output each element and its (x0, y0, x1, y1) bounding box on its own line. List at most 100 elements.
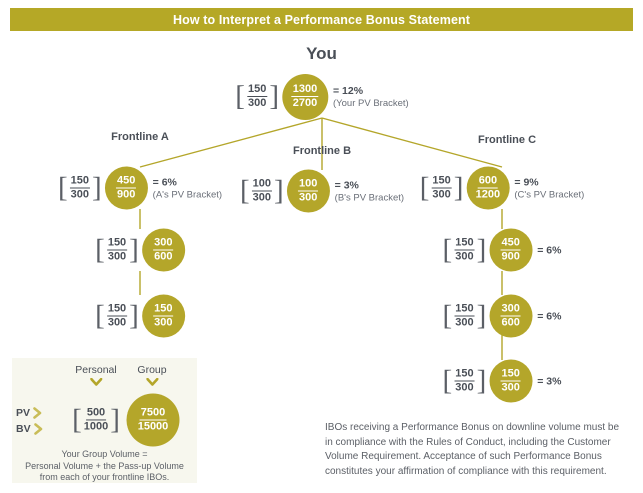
legend-bracket-denominator: 1000 (83, 420, 109, 432)
bracket-right-glyph: ] (273, 174, 284, 207)
node-c1-percent: = 9% (514, 176, 539, 188)
node-b1-bracket-numerator: 100 (251, 177, 272, 191)
legend-group-circle: 7500 15000 (126, 393, 180, 447)
bracket-right-glyph: ] (476, 299, 487, 332)
node-a2-bracket-denominator: 300 (107, 250, 127, 262)
node-root-circle: 1300 2700 (282, 74, 329, 120)
node-b1-circle: 100 300 (286, 169, 330, 213)
node-c4: [ 150 300 ] 150 300 = 3% (442, 359, 561, 403)
node-b1-circle-denominator: 300 (298, 191, 318, 203)
node-a3-circle: 150 300 (141, 294, 185, 338)
node-a2-bracket: [ 150 300 ] (95, 233, 139, 266)
node-root-bracket-denominator: 300 (247, 97, 267, 109)
node-c1-bracket-denominator: 300 (432, 188, 451, 200)
bracket-right-glyph: ] (476, 364, 487, 397)
legend-row-bv: BV (16, 421, 43, 437)
legend-personal-bracket-node: [ 500 1000 ] (72, 403, 120, 436)
bracket-left-glyph: [ (442, 299, 453, 332)
node-root-percent: = 12% (333, 85, 364, 97)
bracket-right-glyph: ] (476, 233, 487, 266)
node-c1-bracket: [ 150 300 ] (419, 171, 464, 204)
node-root-percent-group: = 12% (Your PV Bracket) (333, 85, 409, 109)
compliance-footnote: IBOs receiving a Performance Bonus on do… (325, 422, 620, 477)
node-c1-bracket-note: (C's PV Bracket) (514, 189, 585, 200)
page-header-bar: How to Interpret a Performance Bonus Sta… (10, 8, 633, 31)
node-c3-bracket: [ 150 300 ] (442, 299, 487, 332)
node-a1-circle-denominator: 900 (116, 188, 136, 200)
bracket-right-glyph: ] (91, 171, 102, 204)
bracket-left-glyph: [ (442, 233, 453, 266)
node-c2-circle-denominator: 900 (501, 250, 520, 262)
node-c2-percent: = 6% (537, 244, 562, 256)
node-a3-bracket: [ 150 300 ] (95, 299, 139, 332)
bracket-right-glyph: ] (110, 403, 120, 436)
node-c3-bracket-denominator: 300 (455, 316, 474, 328)
node-c2-bracket: [ 150 300 ] (442, 233, 487, 266)
node-a1-percent: = 6% (152, 176, 177, 188)
node-c4-circle: 150 300 (489, 359, 533, 403)
legend-row-pv: PV (16, 405, 43, 421)
node-c2-bracket-numerator: 150 (454, 236, 475, 250)
legend-note-line1: Your Group Volume = (61, 449, 148, 459)
node-a1-bracket-denominator: 300 (70, 188, 89, 200)
node-root-circle-denominator: 2700 (292, 97, 318, 109)
bracket-right-glyph: ] (129, 233, 139, 266)
node-c3-percent-group: = 6% (537, 310, 561, 322)
legend-personal-label: Personal (75, 364, 117, 376)
chevron-right-icon (33, 407, 42, 420)
node-c4-bracket-denominator: 300 (455, 381, 474, 393)
node-b1-percent-group: = 3% (B's PV Bracket) (335, 179, 404, 203)
node-c2-circle: 450 900 (489, 228, 533, 272)
node-c4-circle-denominator: 300 (501, 381, 520, 393)
node-c2-bracket-denominator: 300 (455, 250, 474, 262)
node-a3-bracket-denominator: 300 (107, 316, 127, 328)
node-root-bracket-note: (Your PV Bracket) (333, 98, 409, 109)
legend-group-label: Group (137, 364, 167, 376)
frontline-label-c: Frontline C (477, 134, 537, 146)
legend-circle-denominator: 15000 (137, 420, 169, 432)
node-c4-circle-numerator: 150 (500, 367, 521, 381)
node-a3-circle-denominator: 300 (154, 316, 173, 328)
node-a3-bracket-numerator: 150 (106, 302, 128, 316)
chevron-down-icon (146, 378, 158, 386)
node-a1-bracket-note: (A's PV Bracket) (152, 189, 223, 200)
node-a3: [ 150 300 ] 150 300 (95, 294, 185, 338)
node-c3-circle-denominator: 600 (501, 316, 520, 328)
bracket-left-glyph: [ (419, 171, 430, 204)
edge-root-to-c (321, 117, 503, 168)
legend-note-line2: Personal Volume + the Pass-up Volume (25, 460, 184, 471)
root-title: You (306, 44, 337, 63)
bracket-left-glyph: [ (235, 80, 245, 113)
node-root-circle-numerator: 1300 (291, 83, 319, 97)
node-c4-percent-group: = 3% (537, 375, 561, 387)
node-root: [ 150 300 ] 1300 2700 = 12% (Your PV Bra… (235, 74, 409, 120)
bracket-left-glyph: [ (72, 403, 82, 436)
chevron-down-icon (89, 378, 102, 386)
node-c4-bracket-numerator: 150 (454, 367, 475, 381)
node-a1: [ 150 300 ] 450 900 = 6% (A's PV Bracket… (57, 166, 223, 210)
legend-group-header: Group (137, 364, 167, 386)
node-a2-circle-numerator: 300 (153, 236, 174, 250)
node-b1-percent: = 3% (334, 179, 359, 191)
bracket-left-glyph: [ (95, 299, 105, 332)
node-a2-circle: 300 600 (141, 228, 185, 272)
node-b1-circle-numerator: 100 (297, 177, 319, 191)
bracket-left-glyph: [ (442, 364, 453, 397)
legend-row-labels: PV BV (16, 405, 43, 437)
node-a2-bracket-numerator: 150 (106, 236, 128, 250)
frontline-label-a: Frontline A (111, 131, 169, 143)
bracket-left-glyph: [ (57, 171, 68, 204)
node-c4-bracket: [ 150 300 ] (442, 364, 487, 397)
bracket-right-glyph: ] (269, 80, 280, 113)
node-a2-circle-denominator: 600 (154, 250, 173, 262)
node-b1-bracket: [ 100 300 ] (240, 174, 284, 207)
legend-bv-label: BV (16, 423, 31, 435)
node-c2-circle-numerator: 450 (500, 236, 521, 250)
node-c3: [ 150 300 ] 300 600 = 6% (442, 294, 561, 338)
node-a3-circle-numerator: 150 (153, 302, 174, 316)
bracket-right-glyph: ] (453, 171, 464, 204)
node-c3-circle: 300 600 (489, 294, 533, 338)
node-root-bracket: [ 150 300 ] (235, 80, 280, 113)
node-c1: [ 150 300 ] 600 1200 = 9% (C's PV Bracke… (419, 166, 585, 210)
